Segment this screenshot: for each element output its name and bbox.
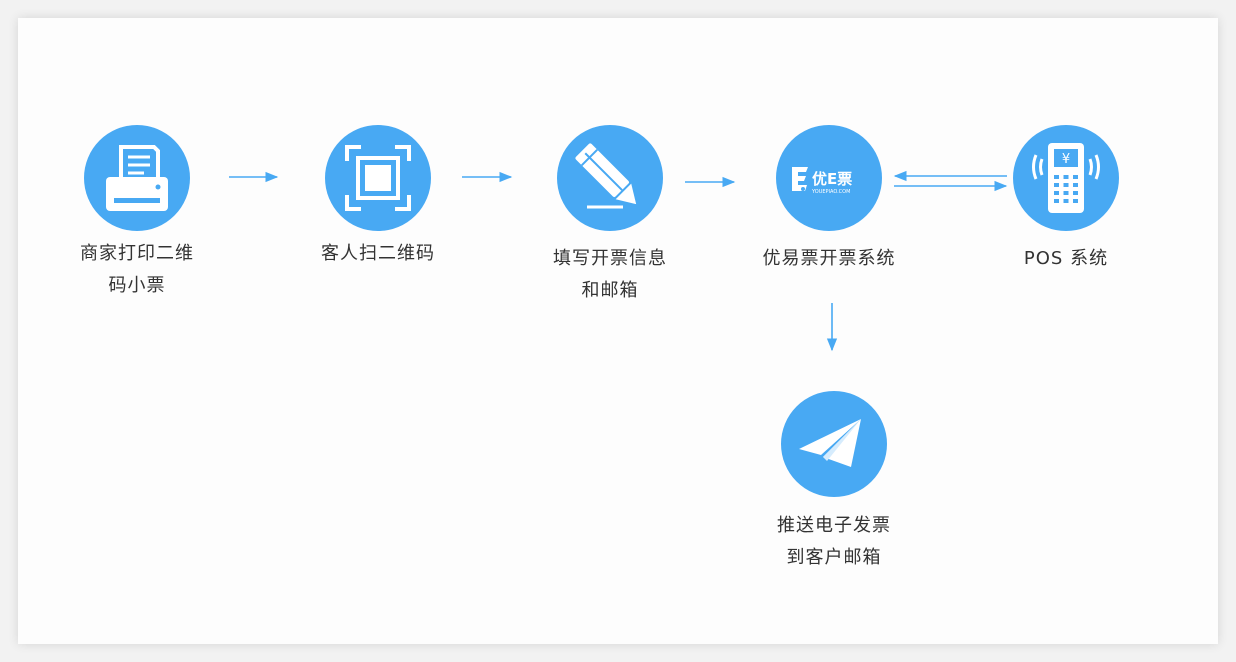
push-label-line2: 到客户邮箱: [786, 547, 882, 568]
paper-plane-icon: [799, 419, 861, 467]
push-label-line1: 推送电子发票: [777, 515, 891, 536]
push-node-label: 推送电子发票 到客户邮箱: [734, 510, 934, 574]
logo-text: 优E票: [812, 170, 852, 188]
logo-subtext: YOUEPIAO.COM: [811, 189, 850, 195]
fill-node: [557, 125, 663, 231]
diagram-canvas: [18, 18, 1218, 644]
qr-scan-icon: [345, 145, 411, 211]
scan-node-label: 客人扫二维码: [278, 238, 478, 270]
system-label-line1: 优易票开票系统: [762, 248, 896, 269]
pencil-icon: [575, 143, 637, 209]
pos-label-line1: POS 系统: [1023, 248, 1109, 269]
print-node: [84, 125, 190, 231]
pos-node-label: POS 系统: [966, 243, 1166, 275]
scan-label-line1: 客人扫二维码: [321, 243, 435, 264]
fill-node-label: 填写开票信息 和邮箱: [510, 243, 710, 307]
print-label-line1: 商家打印二维: [80, 243, 194, 264]
pos-symbol: ¥: [1062, 152, 1070, 167]
print-node-label: 商家打印二维 码小票: [37, 238, 237, 302]
fill-label-line2: 和邮箱: [581, 280, 639, 301]
pos-node: ¥: [1013, 125, 1119, 231]
scan-node: [325, 125, 431, 231]
printer-icon: [106, 145, 168, 211]
system-node-label: 优易票开票系统: [729, 243, 929, 275]
push-node: [781, 391, 887, 497]
fill-label-line1: 填写开票信息: [553, 248, 667, 269]
system-node: 优E票 YOUEPIAO.COM: [776, 125, 882, 231]
print-label-line2: 码小票: [108, 275, 166, 296]
youepiao-logo-icon: 优E票 YOUEPIAO.COM: [792, 167, 852, 195]
pos-terminal-icon: ¥: [1032, 143, 1100, 213]
